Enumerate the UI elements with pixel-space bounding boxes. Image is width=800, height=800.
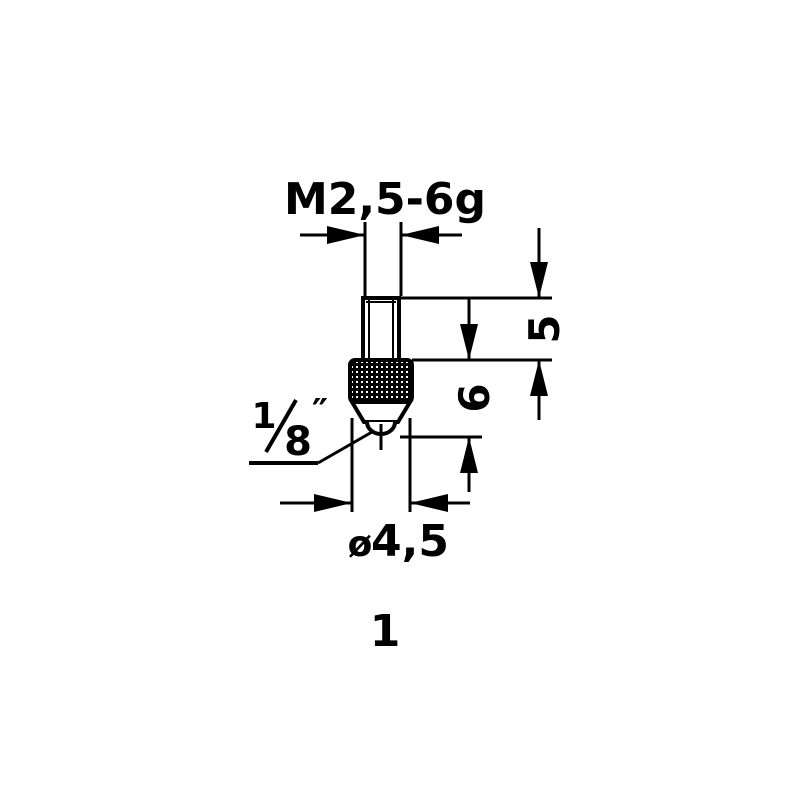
length-lower-label: 6	[450, 383, 499, 412]
length-dimensions	[400, 228, 552, 492]
dim6-arrow-top	[460, 324, 478, 360]
ball-fraction-denominator: 8	[284, 419, 312, 465]
thread-dimension	[300, 222, 462, 296]
diameter-value: 4,5	[371, 516, 449, 567]
ball-holder	[348, 400, 414, 424]
dim5-arrow-top	[530, 262, 548, 298]
diameter-dimension	[280, 418, 470, 512]
ball-inch-mark: ″	[312, 392, 328, 433]
ball-callout	[249, 399, 373, 465]
figure-number: 1	[370, 606, 401, 657]
knurled-body	[348, 358, 414, 404]
stylus-part	[348, 296, 414, 450]
dim6-arrow-bottom	[460, 437, 478, 473]
thread-arrow-right	[401, 226, 439, 244]
ball-leader-diagonal	[317, 430, 373, 465]
length-upper-label: 5	[520, 314, 569, 343]
thread-label: M2,5-6g	[284, 174, 486, 225]
thread-arrow-left	[327, 226, 365, 244]
diameter-arrow-right	[410, 494, 448, 512]
ball-fraction-numerator: 1	[251, 396, 276, 437]
diameter-arrow-left	[314, 494, 352, 512]
diameter-symbol: ø	[348, 524, 373, 565]
dim5-arrow-bottom	[530, 360, 548, 396]
fraction-bar	[264, 399, 298, 453]
